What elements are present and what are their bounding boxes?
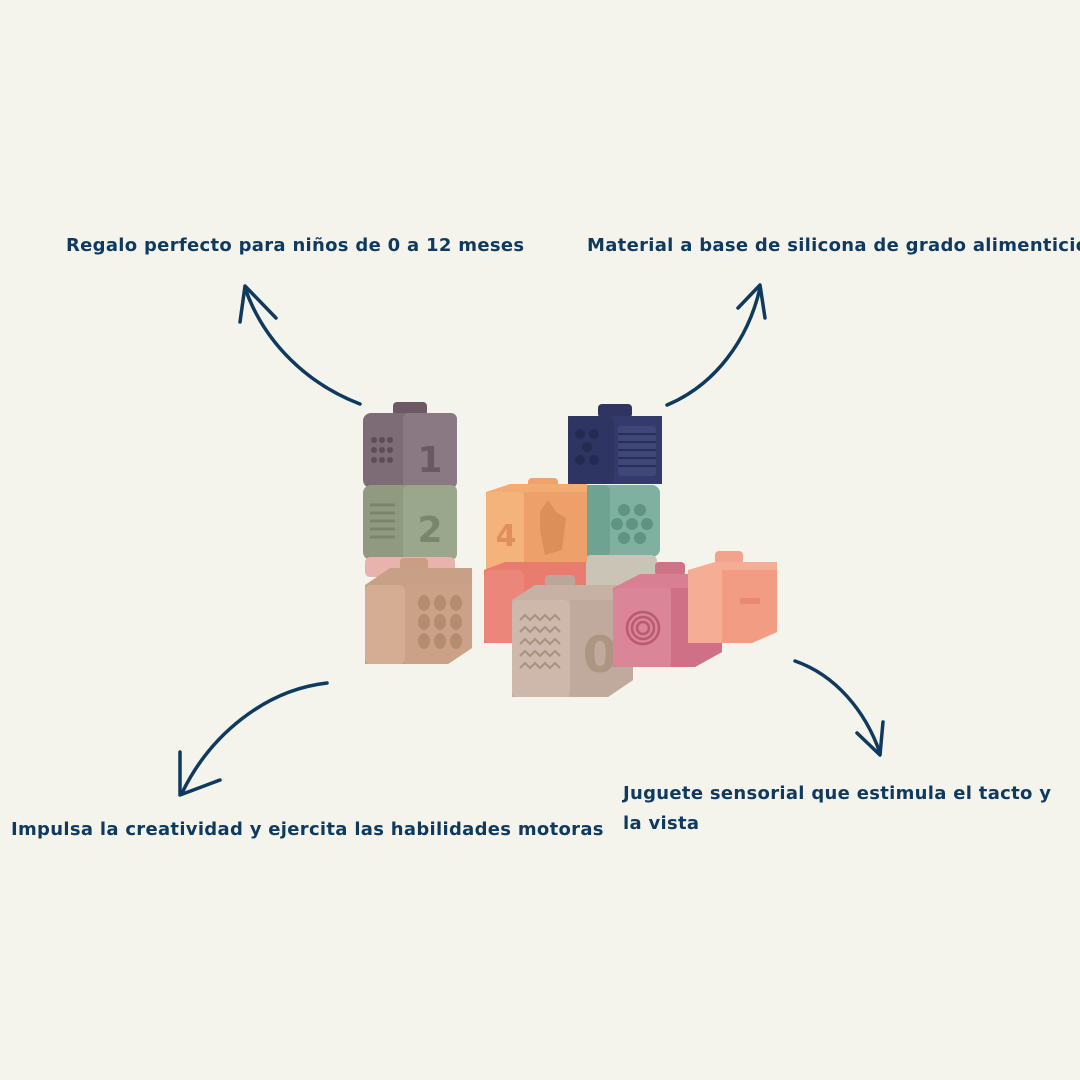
block-number-2: 2 — [417, 510, 442, 551]
block-green: 2 — [363, 485, 457, 560]
feature-gift-age: Regalo perfecto para niños de 0 a 12 mes… — [66, 235, 525, 256]
block-orange: 4 — [486, 478, 587, 570]
block-number-4: 4 — [496, 519, 517, 554]
arrow-bottom-left-icon — [178, 681, 329, 797]
block-tan — [365, 558, 472, 664]
block-purple: 1 — [363, 402, 457, 488]
block-peach — [688, 551, 777, 643]
feature-sensory: Juguete sensorial que estimula el tacto … — [623, 783, 1052, 834]
arrow-top-right-icon — [665, 283, 767, 407]
feature-creativity: Impulsa la creatividad y ejercita las ha… — [11, 819, 604, 840]
block-navy — [568, 404, 662, 484]
arrow-bottom-right-icon — [793, 659, 885, 757]
arrow-top-left-icon — [238, 284, 362, 406]
block-number-1: 1 — [417, 440, 442, 481]
block-number-0: 0 — [583, 626, 618, 684]
feature-material: Material a base de silicona de grado ali… — [587, 235, 1080, 256]
